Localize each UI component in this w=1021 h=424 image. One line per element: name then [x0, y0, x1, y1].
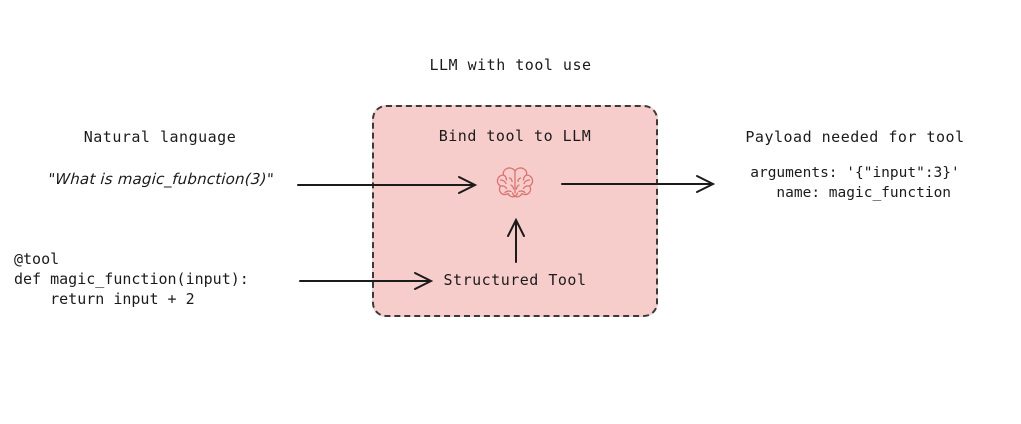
bind-tool-to-llm-label: Bind tool to LLM — [438, 127, 592, 145]
diagram-title: LLM with tool use — [429, 56, 592, 74]
structured-tool-label: Structured Tool — [443, 271, 587, 289]
payload-heading: Payload needed for tool — [745, 128, 965, 146]
brain-icon — [489, 166, 541, 202]
natural-language-heading: Natural language — [83, 128, 237, 146]
payload-body: arguments: '{"input":3}' name: magic_fun… — [750, 165, 960, 201]
tool-code-snippet: @tool def magic_function(input): return … — [14, 250, 249, 308]
natural-language-query: "What is magic_fubnction(3)" — [47, 170, 275, 188]
